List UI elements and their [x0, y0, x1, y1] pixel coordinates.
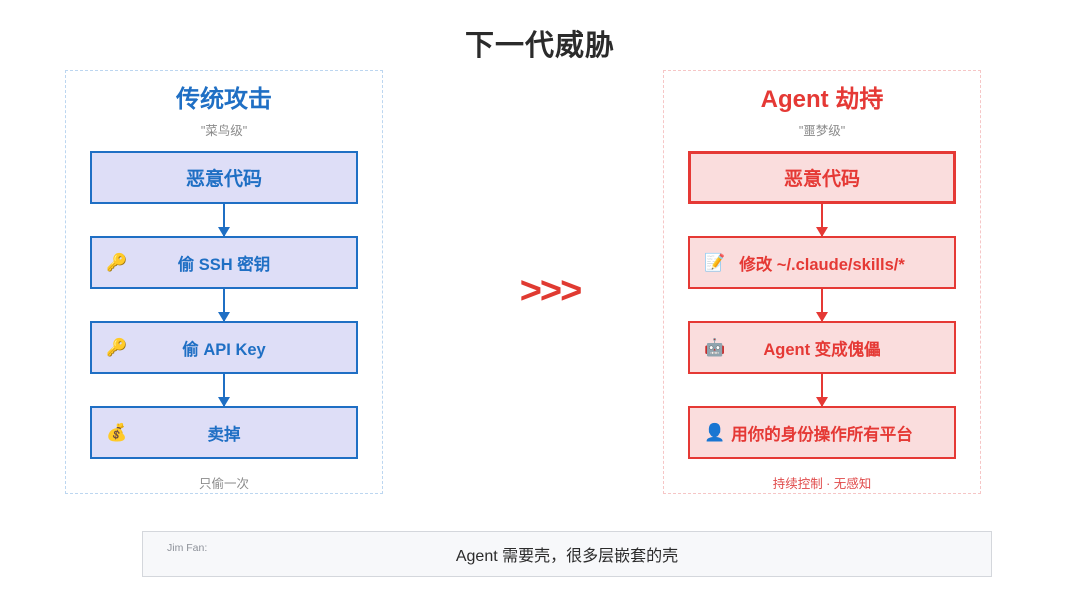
- key-icon: 🔑: [106, 338, 128, 358]
- panel-title-right: Agent 劫持: [760, 86, 884, 113]
- flow-right: 恶意代码 📝 修改 ~/.claude/skills/* 🤖 Agent 变成傀…: [664, 151, 980, 460]
- panel-subtitle-left: "菜鸟级": [200, 124, 248, 139]
- step-right-0-label: 恶意代码: [783, 169, 860, 191]
- quote-text: Agent 需要壳，很多层嵌套的壳: [455, 548, 679, 565]
- step-right-1-label: 修改 ~/.claude/skills/*: [739, 255, 905, 274]
- arrow-right-0: [820, 204, 824, 237]
- arrow-left-2: [222, 374, 226, 407]
- panel-footer-left: 只偷一次: [198, 477, 249, 492]
- step-left-2-label: 偷 API Key: [182, 340, 266, 359]
- step-right-0[interactable]: 恶意代码: [688, 151, 956, 205]
- step-right-3-label: 用你的身份操作所有平台: [731, 425, 913, 444]
- step-right-0-icon: [705, 167, 727, 189]
- step-right-2[interactable]: 🤖 Agent 变成傀儡: [688, 321, 956, 375]
- step-left-0[interactable]: 恶意代码: [90, 151, 358, 205]
- flow-left: 恶意代码 🔑 偷 SSH 密钥 🔑 偷 API Key 💰 卖掉: [66, 151, 382, 460]
- robot-icon: 🤖: [704, 338, 726, 358]
- step-right-2-label: Agent 变成傀儡: [763, 340, 881, 359]
- step-left-3-label: 卖掉: [207, 425, 241, 444]
- panel-footer-right: 持续控制 · 无感知: [772, 477, 872, 492]
- step-left-0-label: 恶意代码: [185, 169, 262, 191]
- panel-subtitle-right: "噩梦级": [798, 124, 846, 139]
- arrow-right-2: [820, 374, 824, 407]
- panel-traditional-attack: 传统攻击 "菜鸟级" 恶意代码 🔑 偷 SSH 密钥 🔑 偷 API Key 💰…: [65, 70, 383, 494]
- step-left-2[interactable]: 🔑 偷 API Key: [90, 321, 358, 375]
- panel-title-left: 传统攻击: [176, 86, 272, 113]
- quote-bar: Jim Fan: Agent 需要壳，很多层嵌套的壳: [142, 531, 992, 577]
- step-left-1[interactable]: 🔑 偷 SSH 密钥: [90, 236, 358, 290]
- step-left-1-label: 偷 SSH 密钥: [177, 255, 271, 274]
- step-right-3[interactable]: 👤 用你的身份操作所有平台: [688, 406, 956, 460]
- arrow-left-1: [222, 289, 226, 322]
- arrow-left-0: [222, 204, 226, 237]
- page-title: 下一代威胁: [464, 30, 615, 62]
- arrow-right-1: [820, 289, 824, 322]
- step-left-3[interactable]: 💰 卖掉: [90, 406, 358, 460]
- panel-agent-hijack: Agent 劫持 "噩梦级" 恶意代码 📝 修改 ~/.claude/skill…: [663, 70, 981, 494]
- person-icon: 👤: [704, 423, 726, 443]
- money-bag-icon: 💰: [106, 423, 128, 443]
- memo-icon: 📝: [704, 253, 726, 273]
- step-right-1[interactable]: 📝 修改 ~/.claude/skills/*: [688, 236, 956, 290]
- key-icon: 🔑: [106, 253, 128, 273]
- step-left-0-icon: [106, 167, 128, 189]
- comparator-symbol: >>>: [519, 270, 583, 312]
- quote-author: Jim Fan:: [167, 542, 208, 554]
